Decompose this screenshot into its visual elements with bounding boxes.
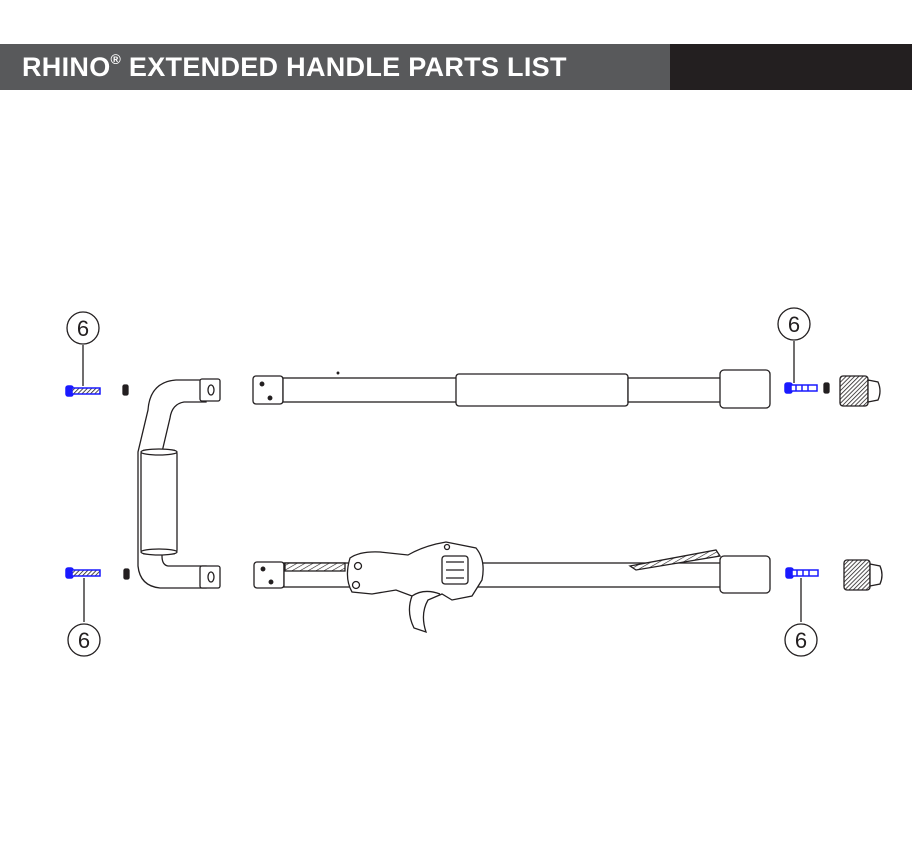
spray-gun xyxy=(346,541,484,634)
title-brand: RHINO xyxy=(22,51,111,82)
callout-top-right: 6 xyxy=(777,307,811,383)
screw-bottom-right xyxy=(785,567,819,579)
callout-label: 6 xyxy=(788,312,800,337)
front-handle xyxy=(137,378,221,589)
title-rest: EXTENDED HANDLE PARTS LIST xyxy=(121,51,567,82)
title-bar: RHINO® EXTENDED HANDLE PARTS LIST xyxy=(0,44,912,90)
callout-top-left: 6 xyxy=(66,311,100,386)
upper-tube-assembly xyxy=(252,369,771,409)
washer-bottom-left xyxy=(123,568,130,580)
callout-label: 6 xyxy=(795,628,807,653)
end-nut-bottom xyxy=(843,559,883,591)
title-bar-left: RHINO® EXTENDED HANDLE PARTS LIST xyxy=(0,44,670,90)
washer-top-left xyxy=(122,384,129,396)
screw-top-right xyxy=(784,382,818,394)
lower-tube-assembly xyxy=(253,541,771,634)
screw-top-left xyxy=(65,385,101,397)
title-bar-right xyxy=(670,44,912,90)
page-title: RHINO® EXTENDED HANDLE PARTS LIST xyxy=(22,50,567,83)
callout-bottom-left: 6 xyxy=(67,578,101,657)
screw-bottom-left xyxy=(65,567,101,579)
callout-bottom-right: 6 xyxy=(784,578,818,657)
callout-label: 6 xyxy=(77,316,89,341)
registered-mark: ® xyxy=(110,50,122,67)
washer-top-right xyxy=(823,382,830,394)
end-nut-top xyxy=(839,375,881,407)
callout-label: 6 xyxy=(78,628,90,653)
